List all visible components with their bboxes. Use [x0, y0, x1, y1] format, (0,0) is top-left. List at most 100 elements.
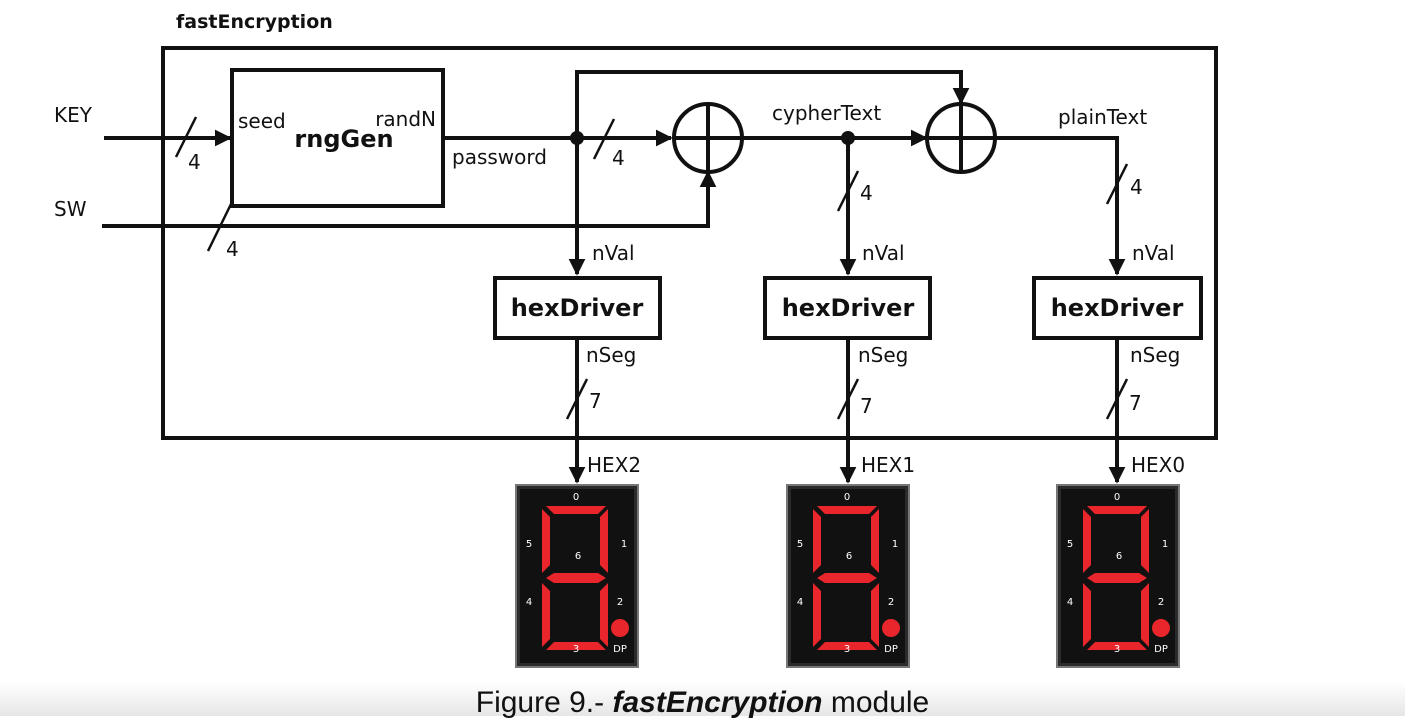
bus-slash-sw [206, 201, 234, 252]
hexdriver-name: hexDriver [782, 294, 915, 322]
hex0-column: nVal hexDriver nSeg 7 HEX0 [1032, 241, 1203, 484]
seg-d [1087, 642, 1147, 650]
hex1-column: nVal hexDriver nSeg 7 HEX1 [763, 241, 932, 484]
hexdriver-name: hexDriver [1051, 294, 1184, 322]
hexdriver-block [493, 276, 662, 340]
segment-number-label: DP [1154, 644, 1168, 655]
rnggen-name: rngGen [294, 125, 393, 153]
nseg-label: nSeg [858, 343, 908, 367]
seg-c [1141, 583, 1149, 647]
segment-number-label: 3 [573, 644, 579, 655]
nseg-label: nSeg [586, 343, 636, 367]
segment-number-label: 3 [1114, 644, 1120, 655]
rnggen-block [230, 68, 445, 208]
seg-b [600, 509, 608, 573]
seg-d [546, 642, 606, 650]
segment-number-label: 1 [892, 539, 898, 550]
segment-number-label: 5 [797, 539, 803, 550]
nval-label: nVal [862, 241, 905, 265]
hex1-label: HEX1 [861, 453, 915, 477]
seg-e [542, 583, 550, 647]
seg-f [542, 509, 550, 573]
segment-number-label: 6 [575, 551, 581, 562]
seg-g [817, 573, 877, 583]
hex2-label: HEX2 [587, 453, 641, 477]
password-junction-dot [570, 131, 584, 145]
segment-number-label: 6 [846, 551, 852, 562]
seg-g [546, 573, 606, 583]
module-title: fastEncryption [176, 11, 333, 33]
seg-a [817, 506, 877, 514]
plaintext-label: plainText [1058, 105, 1147, 129]
cyphertext-label: cypherText [772, 101, 881, 125]
seg-dp [882, 619, 900, 637]
segment-number-label: 1 [1162, 539, 1168, 550]
password-label: password [452, 145, 547, 169]
width-sw: 4 [226, 237, 239, 261]
hexdriver-block [1032, 276, 1203, 340]
bus-slash-nseg [836, 378, 860, 420]
width-nseg: 7 [1129, 391, 1142, 415]
width-key: 4 [188, 150, 201, 174]
segment-number-label: 4 [797, 597, 803, 608]
plaintext-wire [996, 136, 1126, 276]
segment-number-label: 4 [1067, 597, 1073, 608]
seg-b [1141, 509, 1149, 573]
module-frame [161, 46, 1218, 440]
seg-f [813, 509, 821, 573]
segment-number-label: 2 [888, 597, 894, 608]
width-password: 4 [612, 146, 625, 170]
hexdriver-name: hexDriver [511, 294, 644, 322]
seg-e [813, 583, 821, 647]
segment-number-label: DP [884, 644, 898, 655]
segment-number-label: DP [613, 644, 627, 655]
caption-bar [0, 682, 1405, 716]
sw-wire [102, 170, 717, 228]
segment-number-label: 0 [1114, 492, 1120, 503]
sw-input-label: SW [54, 197, 87, 221]
bus-slash-cypher [836, 170, 860, 212]
seg-e [1083, 583, 1091, 647]
hex2-column: nVal hexDriver nSeg 7 HEX2 [493, 241, 662, 484]
seg-dp [611, 619, 629, 637]
caption-suffix: module [822, 686, 930, 719]
xor-gate-encrypt [672, 102, 744, 174]
segment-number-label: 0 [844, 492, 850, 503]
seg-dp [1152, 619, 1170, 637]
rnggen-seed-port: seed [238, 109, 286, 133]
seg-g [1087, 573, 1147, 583]
segment-number-label: 6 [1116, 551, 1122, 562]
bus-slash-key [174, 116, 198, 158]
width-plain: 4 [1130, 175, 1143, 199]
seg-a [546, 506, 606, 514]
bus-slash-nseg [565, 378, 589, 420]
segment-number-label: 2 [1158, 597, 1164, 608]
width-cypher: 4 [860, 181, 873, 205]
width-nseg: 7 [860, 394, 873, 418]
figure-caption: Figure 9.- fastEncryption module [0, 686, 1405, 720]
segment-number-label: 2 [617, 597, 623, 608]
cyphertext-junction-dot [841, 131, 855, 145]
seg-b [871, 509, 879, 573]
segment-number-label: 0 [573, 492, 579, 503]
xor-gate-decrypt [925, 102, 997, 174]
seg-a [1087, 506, 1147, 514]
nval-label: nVal [1132, 241, 1175, 265]
nval-label: nVal [592, 241, 635, 265]
caption-prefix: Figure 9.- [475, 686, 613, 719]
password-feed-wire [575, 70, 970, 138]
bus-slash-password [592, 118, 616, 160]
rnggen-randn-port: randN [375, 107, 436, 131]
width-nseg: 7 [589, 389, 602, 413]
seg-c [871, 583, 879, 647]
caption-module-name: fastEncryption [612, 686, 823, 719]
bus-slash-plain [1105, 163, 1129, 205]
key-input-label: KEY [54, 103, 93, 127]
hex0-label: HEX0 [1131, 453, 1185, 477]
hexdriver-block [763, 276, 932, 340]
segment-number-label: 4 [526, 597, 532, 608]
